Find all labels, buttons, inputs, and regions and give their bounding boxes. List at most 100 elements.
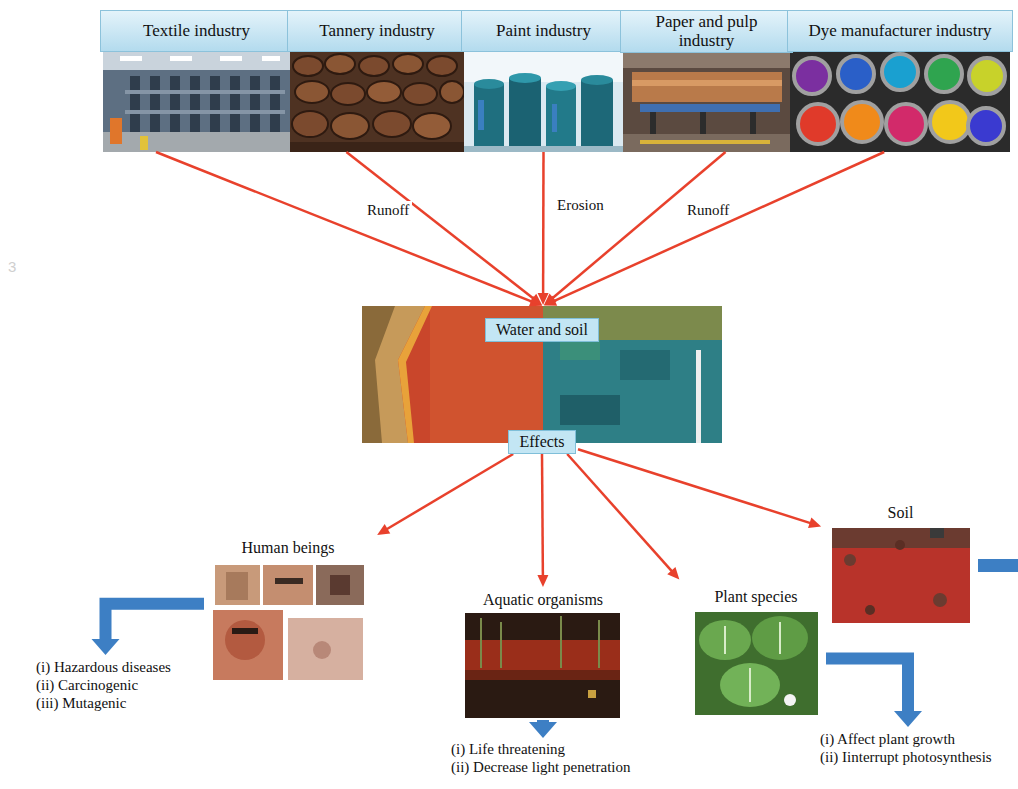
flow-arrow	[156, 152, 542, 306]
skin-disease-photos	[313, 641, 331, 659]
tannery-photo	[393, 54, 423, 74]
paper-mill-photo	[623, 52, 790, 152]
effect-group: Human beings	[204, 538, 372, 684]
textile-photo	[250, 76, 260, 132]
tannery-photo	[290, 142, 464, 152]
dye-cans-photo	[930, 102, 970, 142]
red-soil-photo	[933, 593, 947, 607]
flow-arrow	[544, 152, 884, 306]
textile-photo	[270, 76, 280, 132]
textile-photo	[170, 76, 180, 132]
tannery-photo	[292, 111, 328, 137]
dye-cans-photo	[969, 58, 1005, 94]
industry-name: Paper and pulp industry	[620, 10, 793, 53]
aquatic-photo	[588, 690, 596, 698]
dye-cans-photo	[968, 108, 1004, 144]
connector-line	[567, 454, 673, 572]
plant-photo	[695, 612, 818, 715]
paint-photo	[474, 84, 504, 146]
skin-disease-photos	[316, 565, 364, 605]
textile-photo	[190, 76, 200, 132]
water-soil-panel: Water and soilEffects	[362, 306, 722, 443]
skin-disease-photos	[263, 565, 313, 605]
tannery-photo	[403, 83, 437, 105]
plant-photo	[752, 616, 808, 660]
edge-label: Runoff	[364, 201, 412, 219]
red-soil-photo	[832, 528, 970, 623]
industry-name: Paint industry	[461, 10, 626, 52]
industry-panel: Tannery industry	[287, 10, 467, 152]
paper-mill-photo	[632, 80, 782, 86]
textile-photo	[220, 56, 242, 61]
effects-tag: Effects	[506, 430, 578, 454]
paper-mill-photo	[640, 104, 780, 112]
textile-photo	[230, 76, 240, 132]
industry-panel: Paint industry	[461, 10, 626, 152]
effect-group: Aquatic organisms	[454, 590, 632, 720]
page-mark: 3	[8, 258, 16, 275]
textile-photo	[140, 136, 148, 150]
skin-disease-photos	[215, 565, 260, 605]
group-heading: Soil	[824, 503, 977, 522]
effect-item: (i) Affect plant growth	[820, 730, 996, 748]
skin-disease-photos	[213, 565, 364, 680]
connector-line	[541, 454, 544, 577]
effect-item: (i) Life threatening	[451, 740, 635, 758]
tannery-photo	[427, 56, 457, 76]
plant-photo	[784, 694, 796, 706]
textile-photo	[103, 52, 290, 152]
effect-arrow	[826, 659, 922, 728]
effect-item: (ii) Iinterrupt photosynthesis	[820, 748, 996, 766]
panel-tag: Effects	[508, 430, 575, 454]
paper-mill-photo	[623, 52, 790, 68]
tannery-photo	[367, 81, 401, 103]
paint-photo	[464, 52, 623, 152]
red-soil-photo	[844, 554, 856, 566]
connector-line	[542, 152, 545, 295]
skin-disease-photos	[330, 575, 350, 595]
textile-photo	[125, 110, 285, 114]
aquatic-photo	[465, 613, 620, 718]
connector-line	[106, 604, 205, 643]
effect-item: (i) Hazardous diseases	[36, 658, 175, 676]
arrowhead	[667, 567, 679, 580]
connector-line	[553, 152, 885, 302]
red-soil-photo	[865, 605, 875, 615]
paper-mill-photo	[640, 140, 770, 144]
industry-panel: Textile industry	[100, 10, 293, 152]
connector-line	[826, 659, 908, 715]
aquatic-photo	[480, 618, 482, 668]
industry-name: Textile industry	[100, 10, 293, 52]
water-soil-photo	[696, 350, 701, 443]
skin-disease-photos	[213, 610, 283, 680]
aquatic-photo	[465, 640, 620, 670]
dye-cans-photo	[842, 102, 882, 142]
connector-line	[385, 454, 513, 530]
paint-photo	[509, 73, 541, 83]
dye-cans-photo	[886, 104, 926, 144]
edge-label: Erosion	[554, 196, 607, 214]
tannery-photo	[373, 111, 411, 137]
tannery-photo	[331, 113, 369, 139]
panel-tag: Water and soil	[485, 318, 599, 342]
group-heading: Aquatic organisms	[454, 590, 632, 609]
soil-outgoing-arrow	[978, 559, 1018, 572]
plant-photo	[779, 622, 781, 654]
dye-cans-photo	[838, 56, 874, 92]
textile-photo	[170, 56, 192, 61]
paper-mill-photo	[623, 134, 790, 152]
edge-label: Runoff	[684, 201, 732, 219]
tannery-photo	[295, 81, 329, 103]
paint-photo	[581, 80, 613, 146]
red-soil-photo	[832, 528, 970, 623]
textile-photo	[110, 118, 122, 144]
flow-arrow	[538, 152, 549, 305]
water-soil-photo	[362, 306, 395, 443]
group-heading: Plant species	[686, 587, 826, 606]
flow-arrow	[567, 454, 679, 580]
paint-photo	[464, 146, 623, 152]
industry-panel: Dye manufacturer industry	[787, 10, 1013, 152]
aquatic-photo	[560, 616, 562, 668]
textile-photo	[262, 56, 280, 61]
plant-photo	[720, 663, 780, 707]
